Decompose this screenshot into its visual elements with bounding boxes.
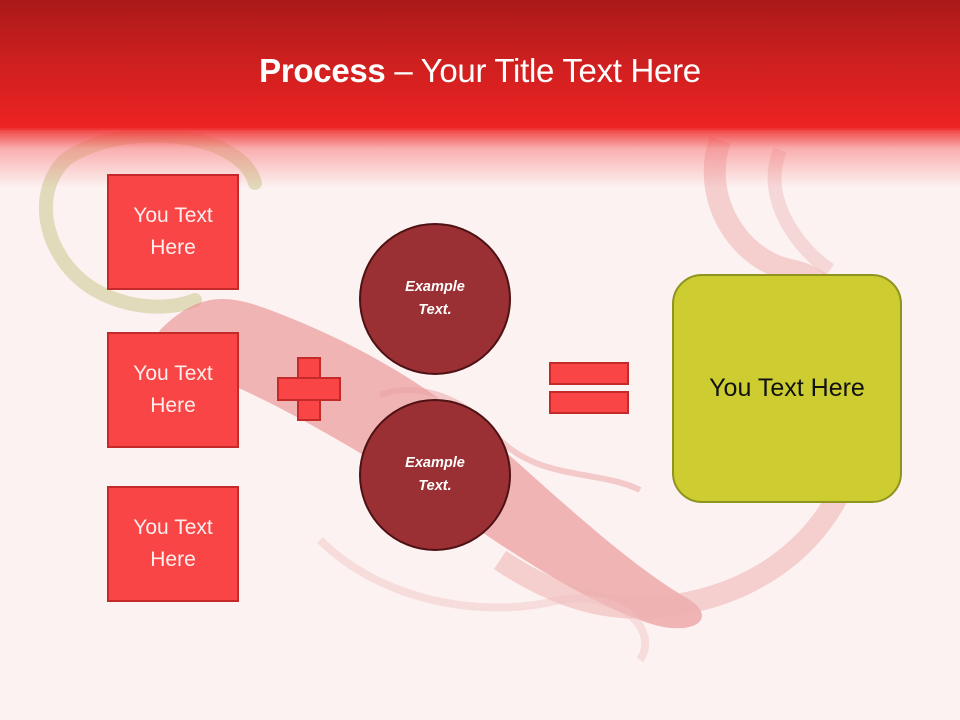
slide-title[interactable]: Process – Your Title Text Here <box>0 52 960 90</box>
left-text-box-3[interactable]: You Text Here <box>107 486 239 602</box>
result-text-box-label: You Text Here <box>709 374 865 402</box>
left-text-box-1-label: You Text Here <box>133 204 213 259</box>
slide-title-rest: – Your Title Text Here <box>385 52 701 89</box>
example-circle-1-label: Example Text. <box>405 279 465 318</box>
example-circle-2-label: Example Text. <box>405 455 465 494</box>
result-text-box[interactable]: You Text Here <box>672 274 902 503</box>
title-bar <box>0 0 960 130</box>
left-text-box-2[interactable]: You Text Here <box>107 332 239 448</box>
left-text-box-3-label: You Text Here <box>133 516 213 571</box>
slide-title-bold: Process <box>259 52 386 89</box>
example-circle-1[interactable]: Example Text. <box>359 223 511 375</box>
example-circle-2[interactable]: Example Text. <box>359 399 511 551</box>
left-text-box-2-label: You Text Here <box>133 362 213 417</box>
left-text-box-1[interactable]: You Text Here <box>107 174 239 290</box>
